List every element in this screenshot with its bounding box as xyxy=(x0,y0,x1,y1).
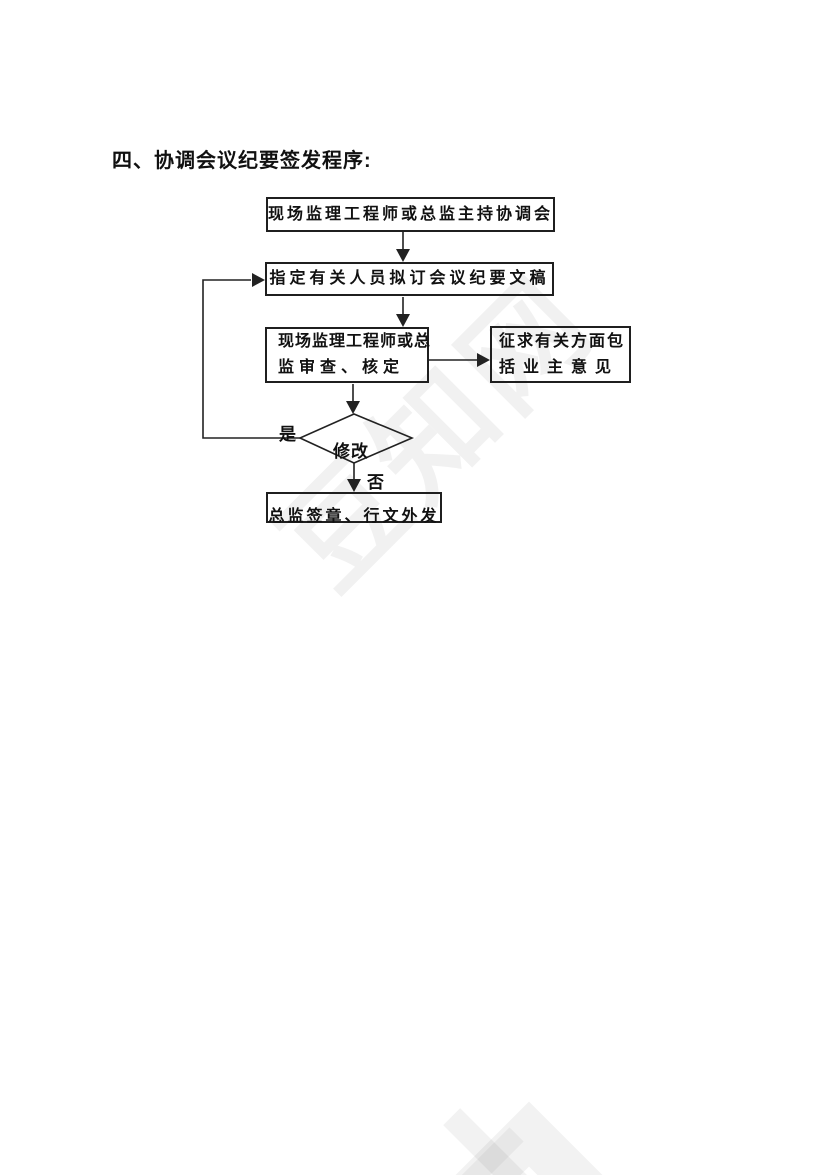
flow-node-label: 现场监理工程师或总监主持协调会 xyxy=(268,205,554,223)
arrow-decision-to-issue xyxy=(347,462,361,492)
branch-label-yes: 是 xyxy=(279,425,296,444)
loop-decision-to-draft xyxy=(202,273,300,439)
flow-node-label-line2: 括业主意见 xyxy=(499,358,620,376)
flow-node-sign-and-issue: 总监签章、行文外发 xyxy=(266,492,442,525)
branch-label-no: 否 xyxy=(367,473,384,492)
arrow-start-to-draft xyxy=(396,232,410,262)
arrow-draft-to-review xyxy=(396,297,410,327)
arrow-review-to-consult xyxy=(429,353,490,367)
decision-label: 修改 xyxy=(333,442,369,461)
flow-node-label-line1: 征求有关方面包 xyxy=(499,332,626,350)
flow-node-review-approve: 现场监理工程师或总 监审查、核定 xyxy=(265,327,432,383)
section-title: 四、协调会议纪要签发程序: xyxy=(112,150,372,172)
flow-node-label-line1: 现场监理工程师或总 xyxy=(278,333,432,350)
flow-node-label: 总监签章、行文外发 xyxy=(268,508,440,525)
flow-node-host-meeting: 现场监理工程师或总监主持协调会 xyxy=(266,197,555,232)
flow-node-label-line2: 监审查、核定 xyxy=(278,359,405,376)
flow-node-label: 指定有关人员拟订会议纪要文稿 xyxy=(269,270,550,287)
flow-node-consult-parties: 征求有关方面包 括业主意见 xyxy=(490,326,631,383)
flow-node-draft-minutes: 指定有关人员拟订会议纪要文稿 xyxy=(265,262,554,296)
arrow-review-to-decision xyxy=(346,384,360,414)
